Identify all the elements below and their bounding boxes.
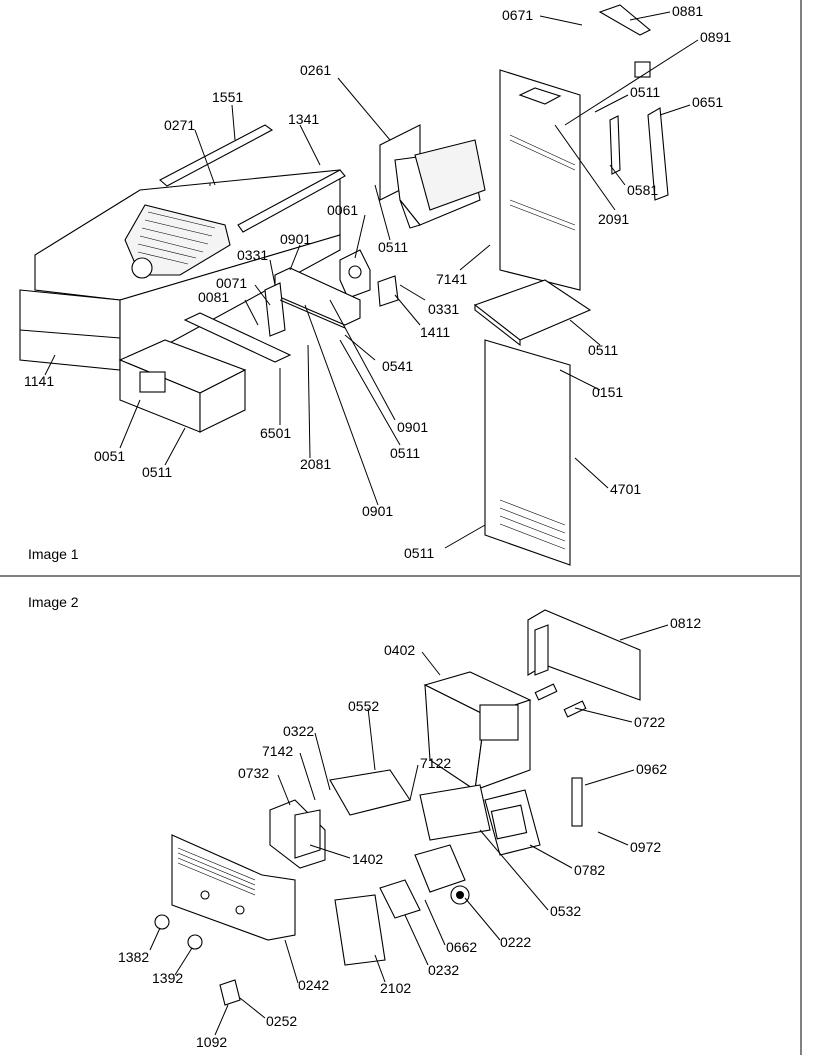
- callout-label: 0331: [237, 247, 268, 263]
- callout-label: 0151: [592, 384, 623, 400]
- callout-label: 0662: [446, 939, 477, 955]
- image-1-drawing: 0671 0881 0891 0261 0511 0651 1551 1341 …: [19, 3, 731, 566]
- plate-part: [183, 312, 292, 363]
- image-2-drawing: Image 2: [28, 594, 701, 1050]
- callout-label: 1382: [118, 949, 149, 965]
- callout-label: 0511: [142, 464, 172, 480]
- callout-label: 0812: [670, 615, 701, 631]
- callout-label: 0232: [428, 962, 459, 978]
- callout-label: 0511: [404, 545, 434, 561]
- callout-label: 1402: [352, 851, 383, 867]
- block-part: [634, 61, 651, 78]
- cover-part: [339, 249, 399, 307]
- callout-label: 2081: [300, 456, 331, 472]
- shelf-part: [473, 279, 592, 347]
- callout-label: 4701: [610, 481, 641, 497]
- callout-label: 2102: [380, 980, 411, 996]
- clip-part: [609, 115, 621, 175]
- arm-part: [647, 107, 669, 201]
- callout-label: 0651: [692, 94, 723, 110]
- callout-label: 0322: [283, 723, 314, 739]
- callout-label: 6501: [260, 425, 291, 441]
- callout-label: 1341: [288, 111, 319, 127]
- callout-label: 0732: [238, 765, 269, 781]
- callout-label: 0782: [574, 862, 605, 878]
- callout-label: 0541: [382, 358, 413, 374]
- callout-label: 0271: [164, 117, 195, 133]
- callout-label: 2091: [598, 211, 629, 227]
- callout-label: 0252: [266, 1013, 297, 1029]
- callout-label: 0532: [550, 903, 581, 919]
- callout-label: 0901: [362, 503, 393, 519]
- callout-label: 1392: [152, 970, 183, 986]
- callout-label: 1092: [196, 1034, 227, 1050]
- cover-part: [269, 799, 326, 869]
- callout-label: 0081: [198, 289, 229, 305]
- frame-window: [490, 804, 528, 840]
- knob-part: [154, 914, 170, 930]
- callout-label: 0552: [348, 698, 379, 714]
- knob-part: [187, 934, 203, 950]
- pin-part: [563, 700, 587, 718]
- callout-label: 7142: [262, 743, 293, 759]
- top-bracket-part: [598, 4, 651, 36]
- callout-label: 0511: [378, 239, 408, 255]
- callout-label: 0962: [636, 761, 667, 777]
- callout-label: 0891: [700, 29, 731, 45]
- box-part: [419, 784, 491, 841]
- callout-label: 0051: [94, 448, 125, 464]
- face-panel-part: [171, 834, 296, 941]
- callout-label: 0901: [280, 231, 311, 247]
- motor-part: [414, 844, 470, 905]
- callout-label: 0511: [390, 445, 420, 461]
- callout-label: 1141: [24, 373, 54, 389]
- callout-label: 1411: [420, 324, 450, 340]
- dispenser-housing-part: [423, 671, 532, 791]
- image-1-callouts: 0671 0881 0891 0261 0511 0651 1551 1341 …: [24, 3, 731, 561]
- icemaker-part: [379, 124, 486, 229]
- rail-parts: [159, 124, 346, 233]
- pin-part: [534, 683, 558, 701]
- image-2-callouts: 0812 0402 0722 0322 0552 7142 7122 0732 …: [118, 615, 701, 1050]
- callout-label: 0061: [327, 202, 358, 218]
- callout-label: 7122: [420, 755, 451, 771]
- clip-part: [219, 979, 241, 1006]
- panel-title: Image 2: [28, 594, 79, 610]
- callout-label: 0901: [397, 419, 428, 435]
- panel-title: Image 1: [28, 546, 79, 562]
- lower-panel-part: [484, 339, 571, 566]
- callout-label: 0671: [502, 7, 533, 23]
- callout-label: 0331: [428, 301, 459, 317]
- image-1-leader-lines: [44, 11, 699, 549]
- lever-part: [379, 879, 421, 919]
- callout-label: 0511: [630, 84, 660, 100]
- rear-panel-part: [499, 69, 581, 291]
- callout-label: 0511: [588, 342, 618, 358]
- ice-bucket-part: [19, 169, 341, 371]
- bracket-part: [329, 769, 411, 816]
- callout-label: 0722: [634, 714, 665, 730]
- housing-part: [118, 339, 247, 433]
- bezel-part: [334, 894, 386, 966]
- callout-label: 0222: [500, 934, 531, 950]
- callout-label: 0261: [300, 62, 331, 78]
- image-2-leader-lines: [149, 624, 669, 1036]
- callout-label: 7141: [436, 271, 467, 287]
- callout-label: 0071: [216, 275, 247, 291]
- callout-label: 1551: [212, 89, 243, 105]
- callout-label: 0402: [384, 642, 415, 658]
- callout-label: 0242: [298, 977, 329, 993]
- callout-label: 0972: [630, 839, 661, 855]
- callout-label: 0581: [627, 182, 658, 198]
- back-plate-part: [527, 609, 641, 701]
- strip-part: [571, 777, 583, 827]
- bracket-part: [264, 267, 361, 337]
- callout-label: 0881: [672, 3, 703, 19]
